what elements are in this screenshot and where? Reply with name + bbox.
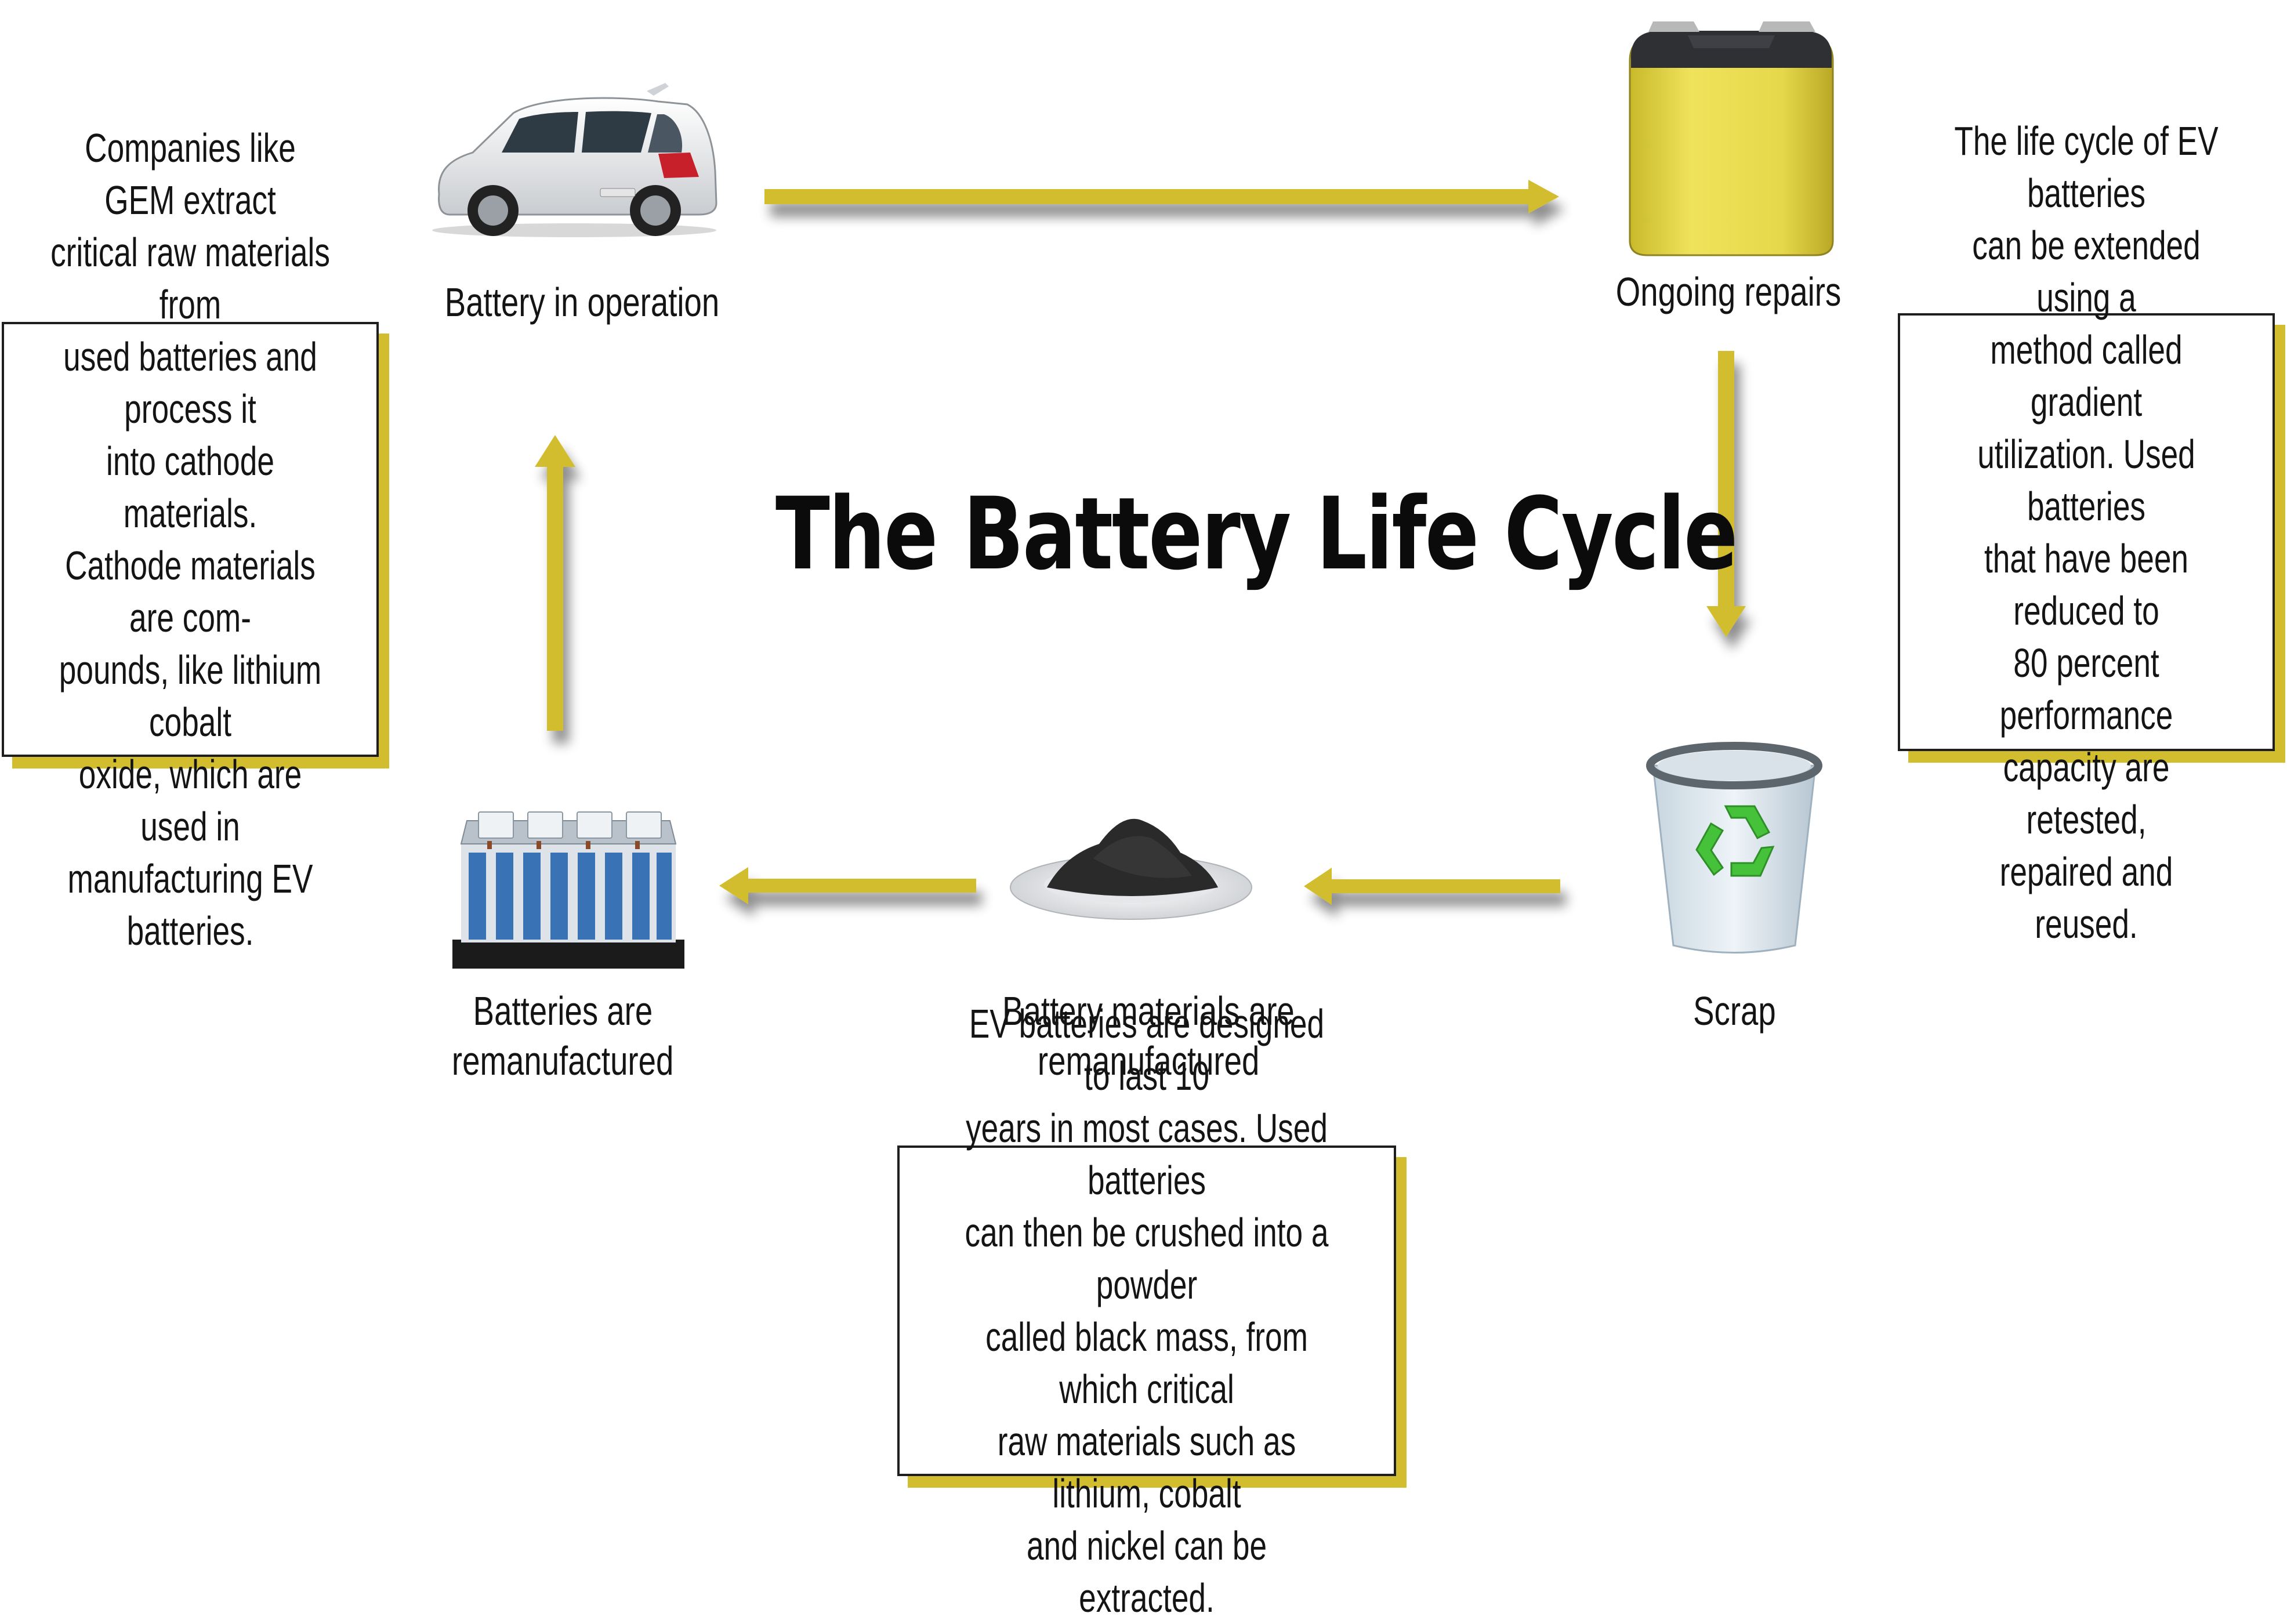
car-icon	[426, 78, 722, 238]
stage-label-scrap: Scrap	[1692, 988, 1776, 1034]
stage-label-materials: Battery materials are remanufactured	[1002, 988, 1295, 1083]
diagram-title: The Battery Life Cycle	[775, 476, 1738, 592]
battery-cell-icon	[1618, 14, 1844, 258]
arrow-materials-to-batteries	[719, 867, 976, 904]
arrow-batteries-to-operation	[535, 435, 575, 731]
arrow-scrap-to-materials	[1304, 868, 1560, 905]
cycle-arrows	[535, 180, 1746, 905]
arrow-operation-to-repairs	[764, 180, 1559, 213]
battery-pack-icon	[452, 809, 684, 974]
note-box-left: Companies like GEM extract critical raw …	[2, 125, 379, 954]
black-mass-powder-icon	[1006, 789, 1256, 928]
arrow-repairs-to-scrap	[1706, 351, 1746, 637]
stage-label-operation: Battery in operation	[444, 280, 720, 325]
life-cycle-diagram: The Battery Life Cycle Battery in operat…	[2, 14, 2275, 1621]
stage-label-repairs: Ongoing repairs	[1615, 269, 1842, 314]
recycle-bin-icon	[1639, 737, 1830, 957]
note-box-bottom: EV batteries are designed to last 10 yea…	[897, 1001, 1396, 1621]
stage-label-batteries: Batteries are remanufactured	[451, 988, 674, 1083]
note-box-right: The life cycle of EV batteries can be ex…	[1898, 118, 2275, 947]
